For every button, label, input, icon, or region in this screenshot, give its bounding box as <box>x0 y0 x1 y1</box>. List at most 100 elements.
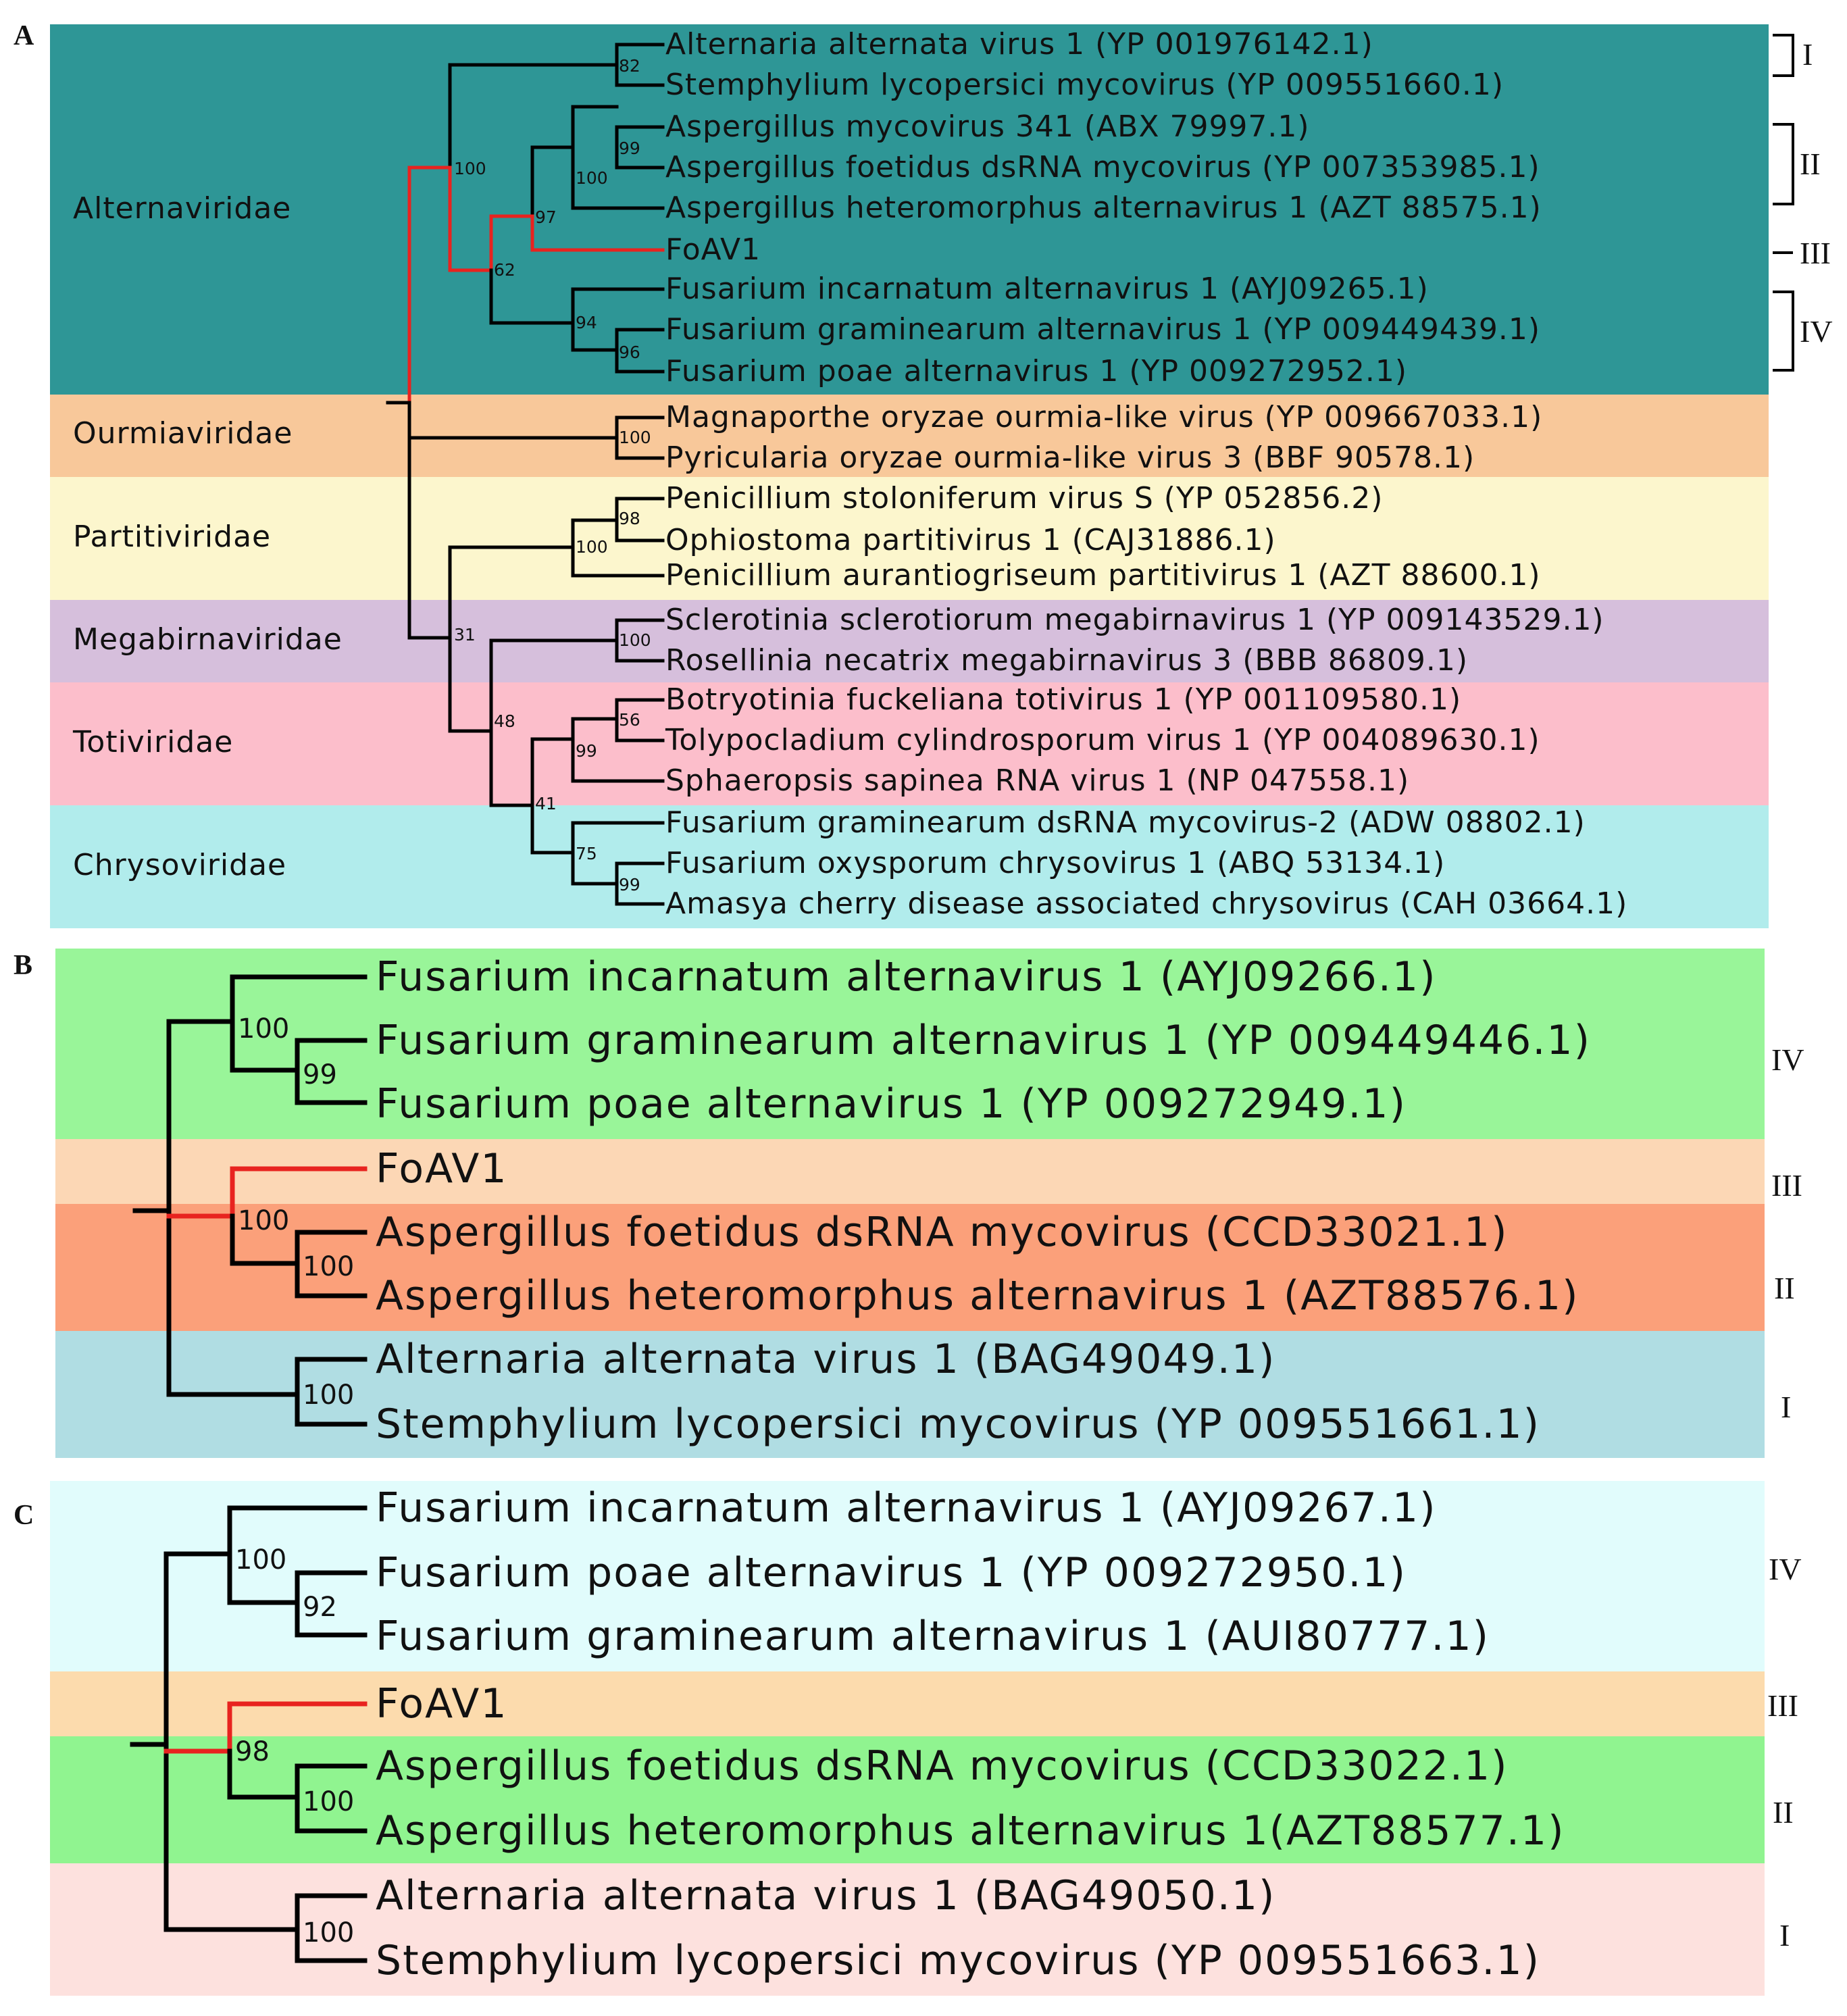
band-clade-iv <box>55 949 1765 1139</box>
taxon-label: FoAV1 <box>665 232 761 267</box>
taxon-label: Pyricularia oryzae ourmia-like virus 3 (… <box>665 440 1475 475</box>
bootstrap-value: 100 <box>303 1380 354 1411</box>
family-label: Ourmiaviridae <box>73 416 293 451</box>
taxon-label: Aspergillus mycovirus 341 (ABX 79997.1) <box>665 109 1310 144</box>
branch <box>530 803 575 855</box>
taxon-label: Aspergillus heteromorphus alternavirus 1… <box>376 1272 1579 1319</box>
taxon-label: Amasya cherry disease associated chrysov… <box>665 886 1627 921</box>
taxon-label: Stemphylium lycopersici mycovirus (YP 00… <box>665 68 1504 102</box>
bootstrap-value: 56 <box>619 710 640 730</box>
bootstrap-value: 98 <box>619 509 640 528</box>
taxon-label: Rosellinia necatrix megabirnavirus 3 (BB… <box>665 643 1468 678</box>
taxon-label: Fusarium graminearum alternavirus 1 (YP … <box>376 1017 1591 1064</box>
bootstrap-value: 48 <box>494 711 515 731</box>
bootstrap-value: 100 <box>576 168 608 188</box>
taxon-label: Penicillium stoloniferum virus S (YP 052… <box>665 481 1383 515</box>
branch-foav1 <box>530 214 665 252</box>
clade-label: II <box>1774 1271 1795 1305</box>
panel-a-family-labels: Alternaviridae Ourmiaviridae Partitiviri… <box>72 191 342 882</box>
clade-label: IV <box>1771 1042 1804 1077</box>
taxon-label: Botryotinia fuckeliana totivirus 1 (YP 0… <box>665 682 1461 717</box>
bootstrap-value: 100 <box>454 159 486 178</box>
branch <box>489 729 534 807</box>
bootstrap-value: 96 <box>619 343 640 362</box>
taxon-label: Fusarium incarnatum alternavirus 1 (AYJ0… <box>376 953 1437 1001</box>
taxon-label: Aspergillus foetidus dsRNA mycovirus (CC… <box>376 1742 1509 1790</box>
panel-label-c: C <box>14 1500 34 1531</box>
taxon-label: Fusarium oxysporum chrysovirus 1 (ABQ 53… <box>665 846 1445 880</box>
branch <box>571 145 665 210</box>
bootstrap-value: 99 <box>619 875 640 894</box>
family-label: Totiviridae <box>72 725 233 759</box>
clade-label: III <box>1771 1168 1802 1203</box>
taxon-label: Fusarium incarnatum alternavirus 1 (AYJ0… <box>665 272 1429 306</box>
branch <box>448 636 493 733</box>
branch-fo-lineage <box>448 166 493 272</box>
bootstrap-value: 62 <box>494 260 515 280</box>
taxon-label: Alternaria alternata virus 1 (BAG49050.1… <box>376 1872 1275 1919</box>
branch <box>530 737 575 807</box>
branch <box>448 63 619 170</box>
taxon-label: Fusarium poae alternavirus 1 (YP 0092729… <box>376 1080 1407 1128</box>
band-alternaviridae <box>50 24 1769 395</box>
branch <box>163 1742 300 1932</box>
bootstrap-value: 100 <box>303 1251 354 1282</box>
bootstrap-value: 100 <box>235 1544 286 1576</box>
panel-a-taxa: Alternaria alternata virus 1 (YP 0019761… <box>665 27 1627 921</box>
taxon-label: Ophiostoma partitivirus 1 (CAJ31886.1) <box>665 523 1276 557</box>
panel-b-bootstraps: 100 99 100 100 100 <box>238 1013 354 1411</box>
branch-fo-lineage <box>407 166 452 405</box>
taxon-label: Fusarium graminearum alternavirus 1 (AUI… <box>376 1613 1490 1660</box>
clade-label: II <box>1773 1795 1794 1830</box>
taxon-label: Magnaporthe oryzae ourmia-like virus (YP… <box>665 400 1542 434</box>
panel-c-tree <box>130 1505 368 1963</box>
band-totiviridae <box>50 682 1769 805</box>
bootstrap-value: 31 <box>454 625 476 645</box>
clade-label: I <box>1802 37 1813 72</box>
bootstrap-value: 100 <box>238 1013 289 1044</box>
branch-fo-lineage <box>489 214 534 272</box>
band-partitiviridae <box>50 477 1769 600</box>
panel-c-taxa: Fusarium incarnatum alternavirus 1 (AYJ0… <box>376 1484 1565 1984</box>
clade-label: IV <box>1769 1552 1802 1586</box>
panel-c-bootstraps: 100 92 98 100 100 <box>235 1544 354 1948</box>
taxon-label: Sclerotinia sclerotiorum megabirnavirus … <box>665 603 1604 637</box>
taxon-label: Aspergillus foetidus dsRNA mycovirus (YP… <box>665 150 1540 184</box>
taxon-label: Aspergillus heteromorphus alternavirus 1… <box>665 191 1542 225</box>
bootstrap-value: 100 <box>303 1917 354 1948</box>
taxon-label: Fusarium graminearum dsRNA mycovirus-2 (… <box>665 805 1586 840</box>
band-ourmiaviridae <box>50 395 1769 477</box>
branch <box>489 638 619 733</box>
clade-label: III <box>1767 1688 1798 1723</box>
clade-label: I <box>1781 1390 1791 1424</box>
panel-b-clade-labels: IV III II I <box>1771 1042 1804 1424</box>
clade-bracket <box>1773 123 1794 205</box>
taxon-label: Stemphylium lycopersici mycovirus (YP 00… <box>376 1401 1540 1448</box>
taxon-label: FoAV1 <box>376 1680 508 1728</box>
family-label: Alternaviridae <box>73 191 291 226</box>
bootstrap-value: 100 <box>576 537 608 557</box>
taxon-label: Penicillium aurantiogriseum partitivirus… <box>665 558 1541 593</box>
branch <box>227 1748 300 1800</box>
band-clade-iii <box>55 1139 1765 1204</box>
panel-c-clade-labels: IV III II I <box>1767 1552 1802 1952</box>
clade-bracket <box>1773 291 1794 372</box>
bootstrap-value: 100 <box>238 1205 289 1236</box>
branch <box>166 1208 300 1397</box>
branch-foav1 <box>230 1166 368 1219</box>
clade-label: IV <box>1800 314 1833 349</box>
bootstrap-value: 100 <box>303 1786 354 1817</box>
band-chrysoviridae <box>50 805 1769 928</box>
taxon-label: Aspergillus heteromorphus alternavirus 1… <box>376 1807 1565 1855</box>
panel-a-tree <box>386 43 665 906</box>
branch <box>571 105 619 149</box>
branch <box>166 1019 235 1213</box>
taxon-label: Fusarium graminearum alternavirus 1 (YP … <box>665 312 1540 347</box>
taxon-label: Stemphylium lycopersici mycovirus (YP 00… <box>376 1937 1540 1984</box>
panel-a-family-bands <box>50 24 1769 928</box>
bootstrap-value: 98 <box>235 1736 270 1767</box>
bootstrap-value: 41 <box>535 794 557 813</box>
clade-label: II <box>1800 147 1821 181</box>
band-clade-ii <box>55 1204 1765 1331</box>
